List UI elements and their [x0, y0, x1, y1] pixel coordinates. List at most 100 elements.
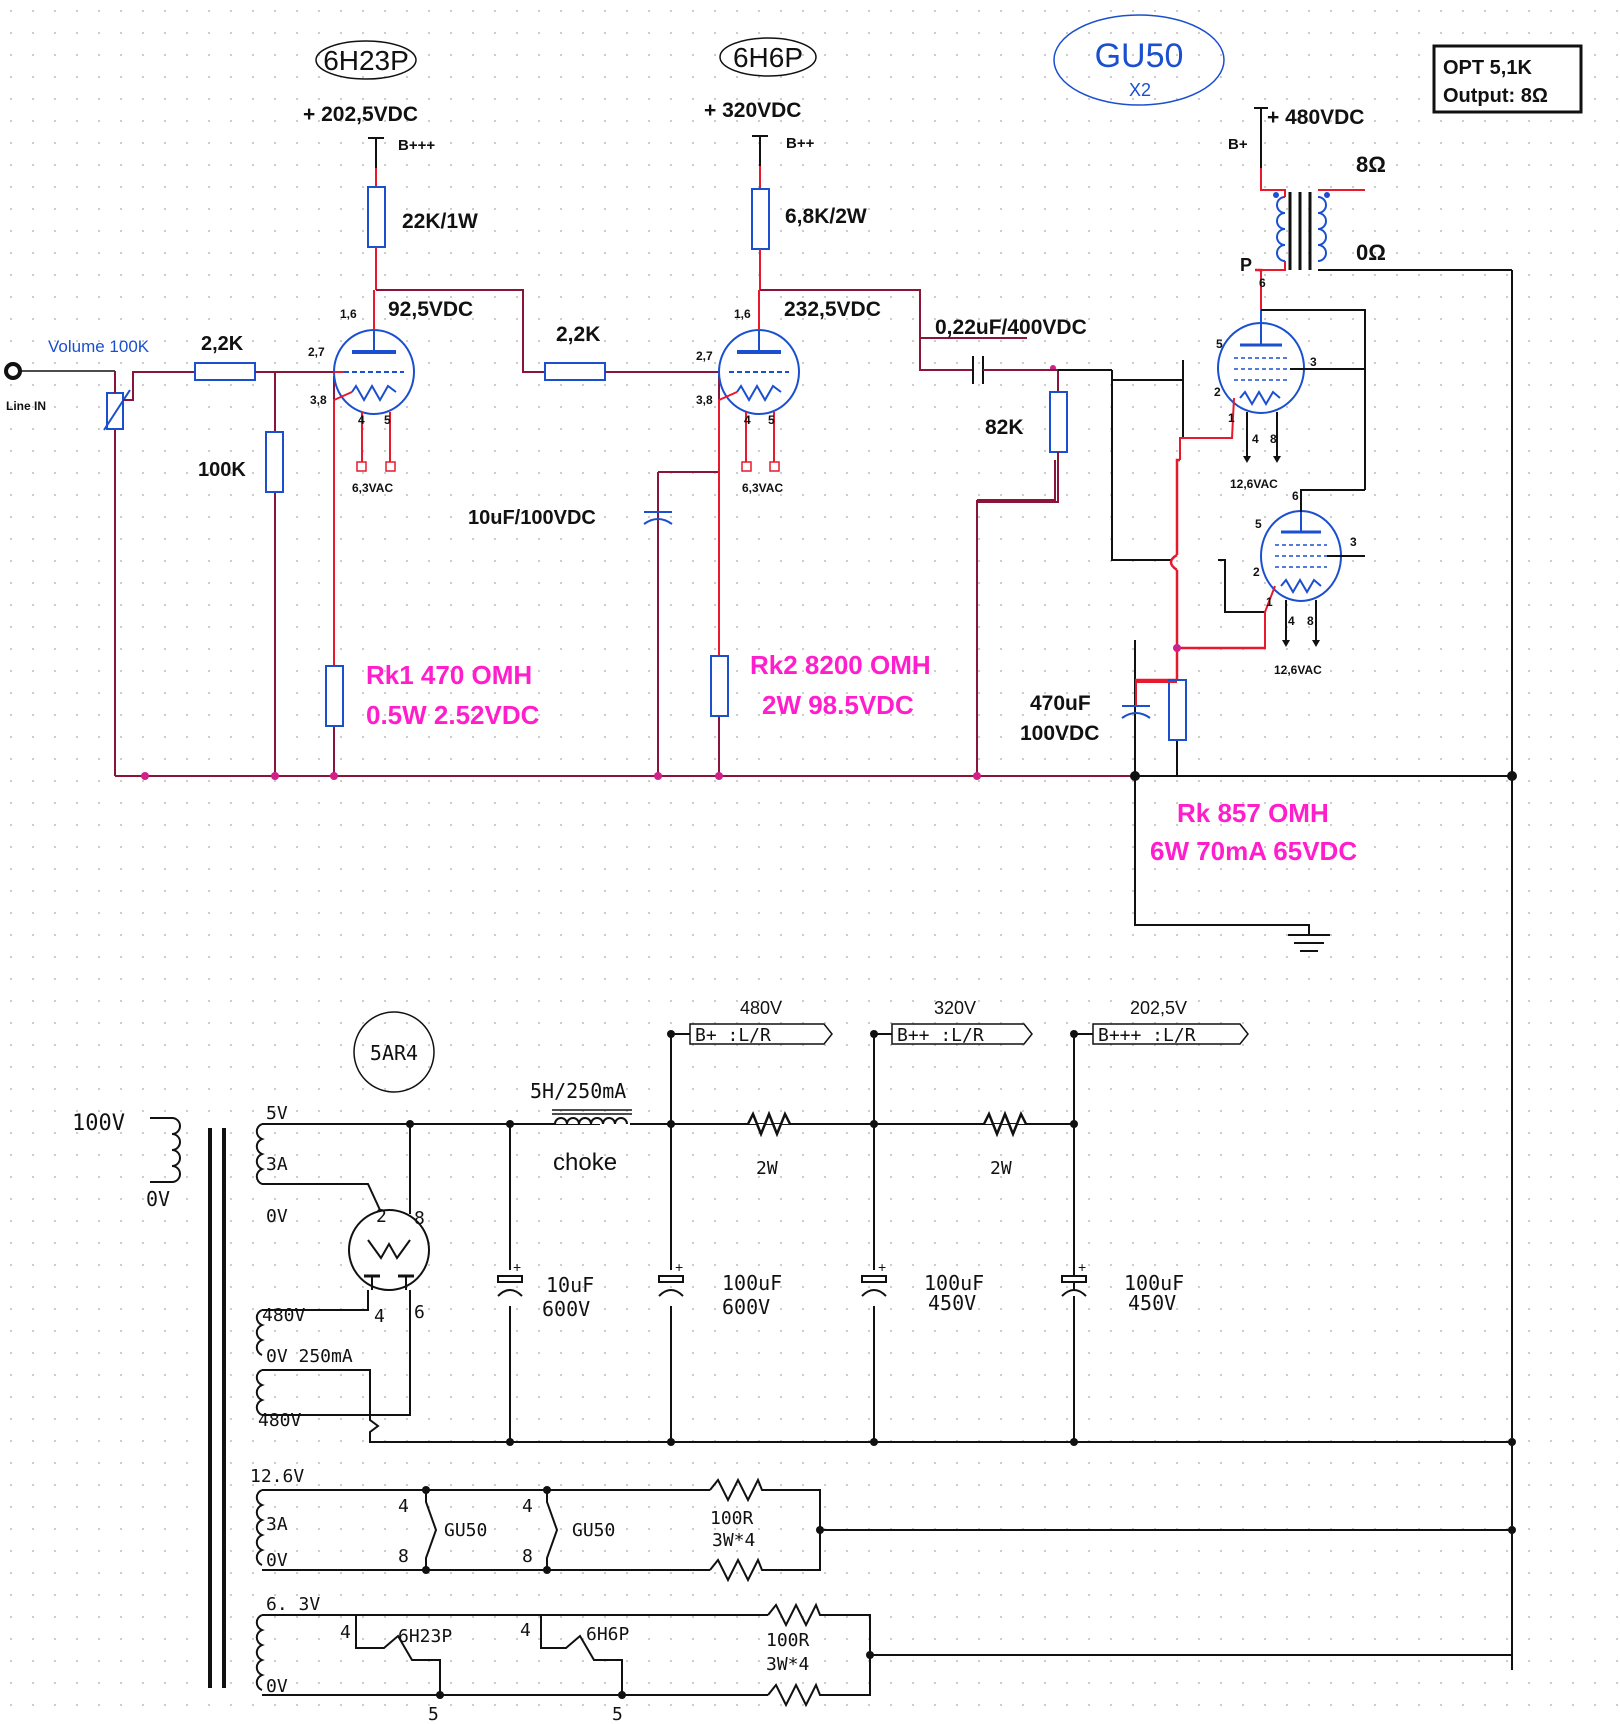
sec-5v: 5V	[266, 1103, 288, 1124]
tube-out-ellipse-label: GU50 X2	[1053, 14, 1225, 106]
choke-label: choke	[553, 1149, 617, 1176]
v1-pin-27: 2,7	[308, 345, 325, 359]
heater-6h23p-pin5: 5	[428, 1704, 439, 1724]
grid-leak-label: 100K	[198, 459, 246, 481]
tube-v2-6h6p	[718, 290, 800, 656]
heater-gu50a-label: GU50	[444, 1520, 487, 1541]
xfmr-p-label: P	[1240, 255, 1252, 275]
ground-bus	[114, 337, 1135, 777]
plate-resistor-2	[751, 188, 770, 290]
tube-v1-name: 6H23P	[323, 45, 409, 76]
cap-470-label-2: 100VDC	[1020, 722, 1099, 745]
gu50-2-pin-1: 1	[1266, 595, 1273, 609]
psu-wiring	[150, 1034, 1512, 1688]
gu50-1-pin-5: 5	[1216, 337, 1223, 351]
rail-tag-b-plus-plus: B++ :L/R	[874, 1023, 1033, 1046]
sec-480v-b: 480V	[258, 1410, 302, 1431]
cap4-voltage: 450V	[1128, 1291, 1176, 1315]
gu50-1-pin-6: 6	[1259, 276, 1266, 290]
plate-voltage-2: 232,5VDC	[784, 298, 881, 321]
v1-pin-5: 5	[384, 413, 391, 427]
rectifier-name: 5AR4	[370, 1041, 418, 1065]
rect-pin-8: 8	[414, 1208, 425, 1229]
heater-6h23p-label: 6H23P	[398, 1626, 452, 1647]
plate-resistor-1	[367, 186, 386, 290]
heater-6h6p-pin5: 5	[612, 1704, 623, 1724]
heater-gu50a-pin8: 8	[398, 1546, 409, 1567]
rectifier-5ar4	[348, 1209, 430, 1291]
v1-pin-4: 4	[358, 413, 365, 427]
rail-tag-b-plus: B+ :L/R	[671, 1023, 833, 1046]
gu50-1-pin-2: 2	[1214, 385, 1221, 399]
plate-resistor-2-label: 6,8K/2W	[785, 205, 867, 228]
cap2-value: 100uF	[722, 1271, 782, 1295]
v1-pin-16: 1,6	[340, 307, 357, 321]
dropping-resistors	[746, 1110, 1028, 1138]
dropping-r1-label: 2W	[756, 1158, 778, 1179]
heater-6h6p-pin4: 4	[520, 1620, 531, 1641]
gu50-2-heater-label: 12,6VAC	[1274, 663, 1322, 677]
heater-126-r-rating: 3W*4	[712, 1530, 755, 1551]
volume-pot[interactable]	[103, 371, 195, 431]
cap-470-label-1: 470uF	[1030, 692, 1091, 715]
heater-63-r-rating: 3W*4	[766, 1654, 809, 1675]
heater-6h23p-pin4: 4	[340, 1622, 351, 1643]
supply-v1-voltage: + 202,5VDC	[303, 103, 418, 126]
gu50-1-heater-label: 12,6VAC	[1230, 477, 1278, 491]
cap1-value: 10uF	[546, 1273, 594, 1297]
ground-nodes	[141, 772, 981, 780]
xfmr-0-label: 0Ω	[1356, 240, 1386, 265]
grid-resistor-1	[194, 362, 334, 381]
grid-leak-100k	[265, 431, 284, 493]
v2-pin-38: 3,8	[696, 393, 713, 407]
cap2-voltage: 600V	[722, 1295, 770, 1319]
supply-out-terminal	[1254, 107, 1268, 168]
xfmr-8-label: 8Ω	[1356, 152, 1386, 177]
heater-63-r-value: 100R	[766, 1630, 810, 1651]
gu50-1-pin-3: 3	[1310, 355, 1317, 369]
gu50-2-pin-5: 5	[1255, 517, 1262, 531]
psu-nodes	[406, 1030, 1516, 1446]
gu50-1-pin-1: 1	[1228, 411, 1235, 425]
svg-text:+: +	[513, 1259, 521, 1275]
supply-v1-rail: B+++	[398, 137, 435, 154]
rail-tag-b-plus-plus-plus: B+++ :L/R	[1074, 1023, 1249, 1046]
supply-v2-voltage: + 320VDC	[704, 99, 801, 122]
svg-text:+: +	[1078, 1259, 1086, 1275]
line-in-label: Line IN	[6, 399, 46, 413]
gu50-2-pin-3: 3	[1350, 535, 1357, 549]
filter-caps	[497, 1275, 1087, 1297]
grid-resistor-2	[544, 362, 719, 381]
output-transformer	[1260, 168, 1400, 271]
sec-0v: 0V	[266, 1206, 288, 1227]
ground-symbol	[1288, 925, 1330, 952]
cathode-bypass-470uf	[1121, 681, 1177, 719]
rk-note-2: 6W 70mA 65VDC	[1150, 836, 1357, 866]
gu50-2-pin-2: 2	[1253, 565, 1260, 579]
heater-126-0v: 0V	[266, 1550, 288, 1571]
tube-v1-6h23p	[333, 290, 415, 666]
heater-gu50a-pin4: 4	[398, 1496, 409, 1517]
tube-gu50-1	[1179, 272, 1365, 460]
heater-126-wiring	[255, 1477, 1512, 1583]
v2-pin-4: 4	[744, 413, 751, 427]
opt-info-line1: OPT 5,1K	[1443, 57, 1532, 79]
tube-out-name: GU50	[1095, 37, 1184, 75]
ground-return	[1134, 269, 1513, 1670]
line-in-jack[interactable]	[4, 362, 115, 380]
supply-v2-rail: B++	[786, 135, 815, 152]
svg-text:+: +	[675, 1259, 683, 1275]
rk1-note-2: 0.5W 2.52VDC	[366, 700, 540, 730]
gu50-2-pin-8: 8	[1307, 614, 1314, 628]
rect-pin-6: 6	[414, 1302, 425, 1323]
v2-heater-label: 6,3VAC	[742, 481, 783, 495]
rect-pin-2: 2	[376, 1206, 387, 1227]
heater-63-0v: 0V	[266, 1676, 288, 1697]
cap4-value: 100uF	[1124, 1271, 1184, 1295]
rectifier-label: 5AR4	[353, 1011, 435, 1093]
rk1-resistor	[325, 665, 344, 727]
grid-leak-82k	[977, 369, 1112, 503]
heater-126-current: 3A	[266, 1514, 288, 1535]
